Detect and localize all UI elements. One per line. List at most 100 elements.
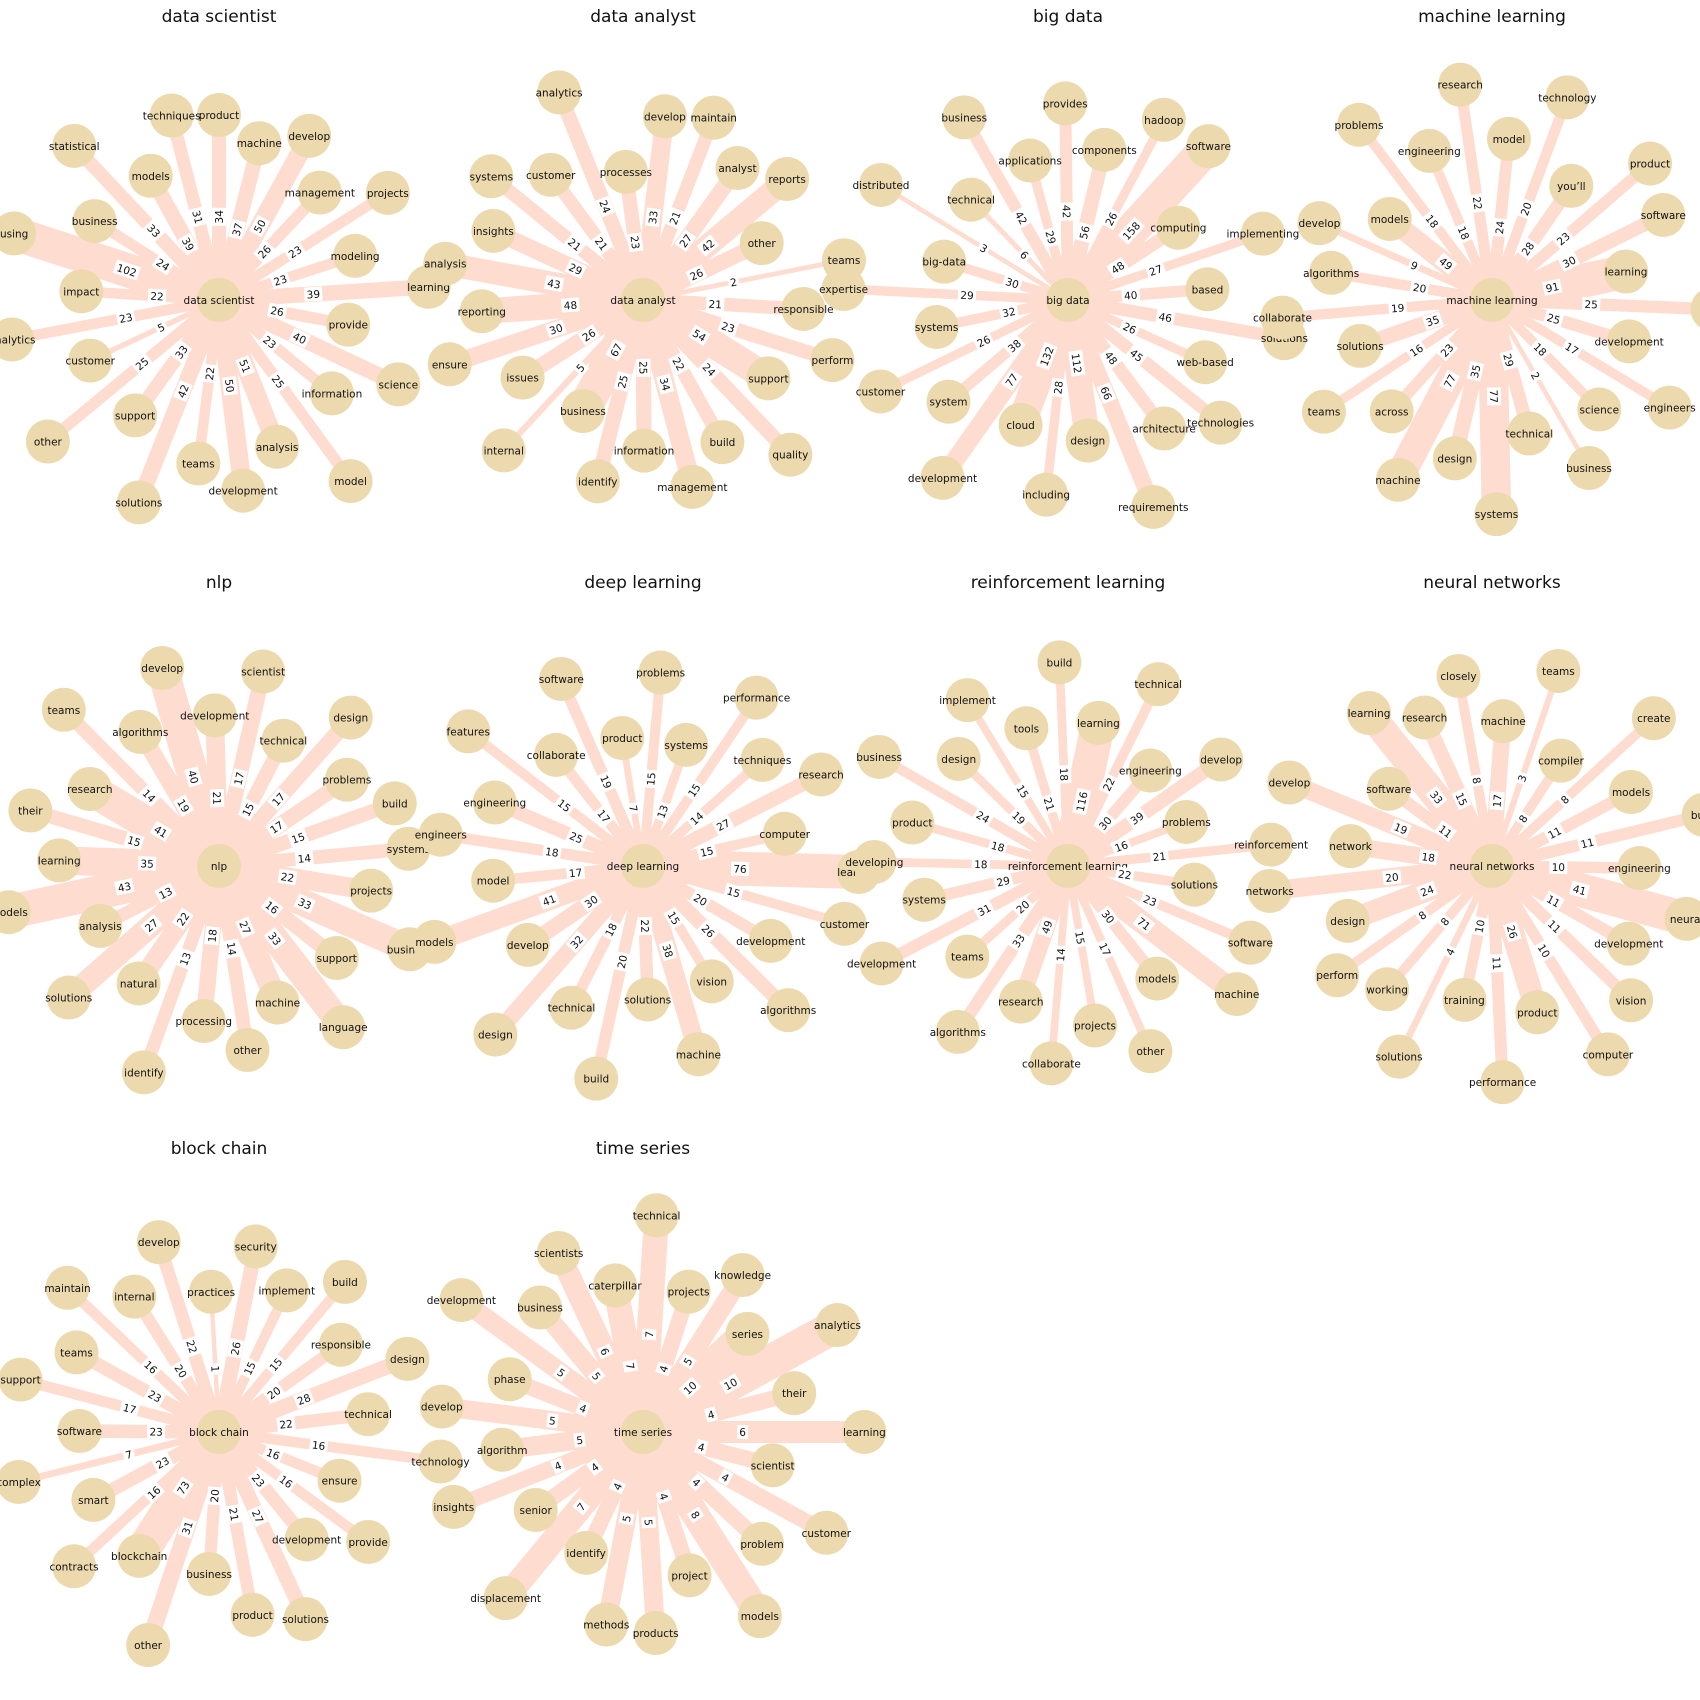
node-label: quality [772,450,808,462]
edge-weight: 37 [228,218,247,240]
edge [1488,159,1654,305]
edge-weight: 14 [294,850,314,867]
panel-title: time series [596,1139,690,1159]
node-label: customer [526,170,576,182]
node-circle [189,1269,234,1314]
node-label: distributed [852,180,909,192]
edge-weight-bg [627,232,644,253]
node-circle [922,239,967,284]
edge-weight: 29 [564,258,587,280]
node-circle [740,737,785,782]
edge-weight-bg [1486,387,1502,406]
edge-weight: 102 [112,259,141,281]
edge-weight-label: 10 [1552,862,1566,874]
node-circle [483,1576,528,1621]
node-label: based [1192,284,1224,296]
node-label: teams [1308,407,1341,419]
edge-weight-bg [565,864,586,881]
node-label: problems [322,775,371,787]
edge-weight-bg [571,358,590,377]
edge-weight-bg [703,1406,719,1423]
edge-weight: 4 [655,1489,673,1504]
node-circle [471,208,516,253]
edge [215,1427,372,1547]
node-label: statistical [49,141,100,153]
edge-weight-label: 11 [1546,825,1563,842]
node-label: displacement [470,1593,541,1605]
node-circle [1681,793,1700,837]
node-circle [1628,141,1673,186]
edge-weight: 31 [177,1517,197,1539]
edge-weight-bg [139,914,163,937]
edge-weight-label: 22 [183,1339,198,1355]
node-circle [1438,62,1483,107]
node-circle [321,1005,366,1050]
edge-weight-bg [668,352,690,376]
edge-weight: 21 [225,1504,243,1525]
edge [879,182,1070,302]
edge-weight: 4 [687,1473,706,1492]
node-circle [237,121,282,166]
node-label: identify [578,476,617,488]
node-label: teams [951,952,984,964]
node-circle [46,975,91,1020]
edge-weight-label: 10 [722,1376,740,1393]
edge-weight-label: 21 [668,210,684,227]
edge [1061,857,1244,1003]
edge-weight-bg [656,373,675,395]
edge-weight-bg [1533,939,1555,963]
node-label: learning [38,855,81,867]
node-label: design [941,754,976,766]
node-label: systems [664,740,707,752]
edge-weight: 50 [221,375,238,396]
edge-weight: 8 [1435,912,1454,931]
edge-weight-bg [1011,895,1035,919]
edge-weight-label: 33 [647,210,660,225]
edge-weight-label: 15 [290,831,307,847]
edge-weight-label: 15 [699,845,715,860]
edge-weight-label: 17 [121,1402,137,1417]
edge-weight: 4 [717,1468,734,1487]
node-circle [842,1409,887,1454]
node-label: processing [176,1016,233,1028]
node-circle [1567,446,1612,491]
edge-weight-label: 22 [280,871,295,885]
edge-weight-bg [678,1376,702,1400]
node-label: software [1641,210,1686,222]
edge-weight-bg [1470,916,1489,937]
node-label: reporting [458,306,506,318]
node-circle [1545,75,1590,120]
edge-weight-bg [686,1506,705,1524]
edge-weight-label: 77 [1442,373,1459,390]
edge-weight-bg [1469,193,1486,214]
edge-weight-label: 29 [1042,229,1057,245]
edge [215,1278,349,1436]
node-label: build [332,1277,358,1289]
edge [1285,774,1496,875]
edge-weight-label: 22 [1101,776,1118,793]
edge [959,114,1074,303]
node-label: tools [1014,723,1039,735]
node-circle [472,780,517,825]
edge-weight: 42 [173,380,193,403]
edge-weight: 32 [998,303,1020,321]
edge-weight: 2 [726,274,741,291]
edge-weight-bg [971,806,995,828]
edge [874,857,1069,871]
edge-weight: 13 [175,948,195,970]
edge-weight: 19 [1389,818,1412,839]
edge-weight: 15 [663,906,685,930]
edge-weight-bg [1406,256,1423,275]
edge-weight: 18 [542,843,562,861]
edge-weight: 21 [1149,848,1170,865]
edge-weight-bg [971,856,990,872]
edge-weight-bg [595,195,616,218]
edge-weight-bg [1144,260,1167,280]
edge-weight: 46 [1155,308,1176,326]
edge-weight-bg [308,1437,329,1454]
node-label: features [447,726,490,738]
edge-weight-bg [1071,927,1089,948]
edge-weight-label: 51 [236,358,252,375]
edge-weight: 20 [613,951,631,972]
